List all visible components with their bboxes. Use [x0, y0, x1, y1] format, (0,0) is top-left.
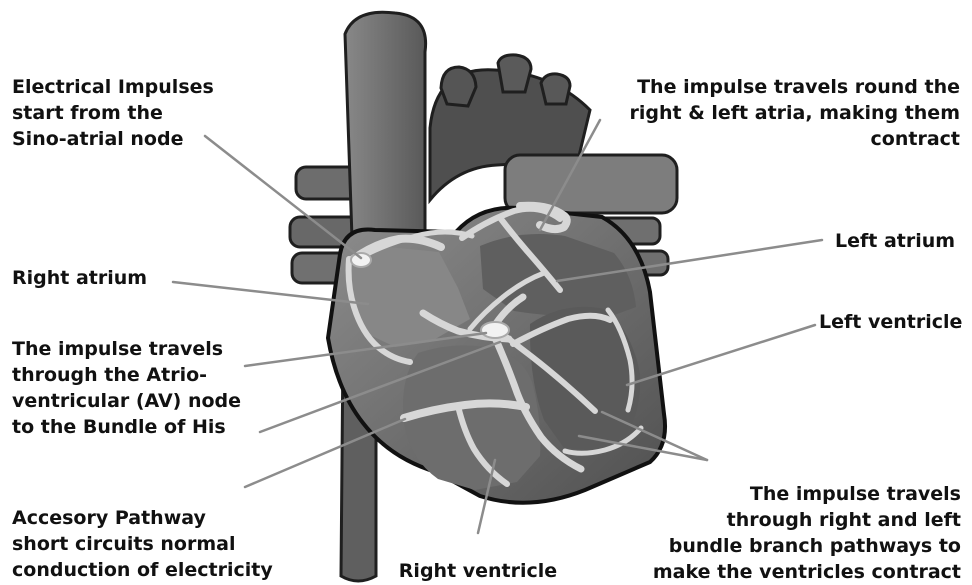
aortic-branch-middle	[498, 55, 531, 92]
label-left-ventricle-text: Left ventricle	[819, 311, 962, 333]
label-bundle-branch-line-4: make the ventricles contract	[613, 559, 961, 585]
label-av-node-line-4: to the Bundle of His	[12, 414, 241, 440]
label-accessory-pathway-line-2: short circuits normal	[12, 531, 273, 557]
label-bundle-branch: The impulse travels through right and le…	[613, 481, 961, 585]
superior-vena-cava	[345, 12, 426, 238]
label-right-atrium: Right atrium	[12, 265, 147, 291]
label-bundle-branch-line-1: The impulse travels	[613, 481, 961, 507]
label-bundle-branch-line-2: through right and left	[613, 507, 961, 533]
label-av-node-line-2: through the Atrio-	[12, 362, 241, 388]
label-sa-node: Electrical Impulses start from the Sino-…	[12, 74, 214, 152]
label-accessory-pathway-line-3: conduction of electricity	[12, 557, 273, 583]
label-right-atrium-text: Right atrium	[12, 267, 147, 289]
label-atria-contract-line-1: The impulse travels round the	[612, 74, 960, 100]
label-bundle-branch-line-3: bundle branch pathways to	[613, 533, 961, 559]
label-accessory-pathway-line-1: Accesory Pathway	[12, 505, 273, 531]
label-accessory-pathway: Accesory Pathway short circuits normal c…	[12, 505, 273, 583]
label-atria-contract-line-3: contract	[612, 126, 960, 152]
label-atria-contract: The impulse travels round the right & le…	[612, 74, 960, 152]
label-left-atrium-text: Left atrium	[835, 230, 955, 252]
aortic-branch-right	[541, 74, 570, 104]
label-left-ventricle: Left ventricle	[819, 309, 962, 335]
label-left-atrium: Left atrium	[835, 228, 955, 254]
label-right-ventricle-text: Right ventricle	[399, 560, 557, 582]
av-node	[481, 322, 509, 338]
label-right-ventricle: Right ventricle	[393, 558, 563, 584]
label-av-node: The impulse travels through the Atrio- v…	[12, 336, 241, 440]
label-atria-contract-line-2: right & left atria, making them	[612, 100, 960, 126]
aortic-branch-left	[441, 67, 476, 106]
label-av-node-line-1: The impulse travels	[12, 336, 241, 362]
label-sa-node-line-2: start from the	[12, 100, 214, 126]
label-sa-node-line-1: Electrical Impulses	[12, 74, 214, 100]
label-av-node-line-3: ventricular (AV) node	[12, 388, 241, 414]
label-sa-node-line-3: Sino-atrial node	[12, 126, 214, 152]
heart-body	[328, 208, 665, 503]
sa-node	[351, 253, 371, 267]
